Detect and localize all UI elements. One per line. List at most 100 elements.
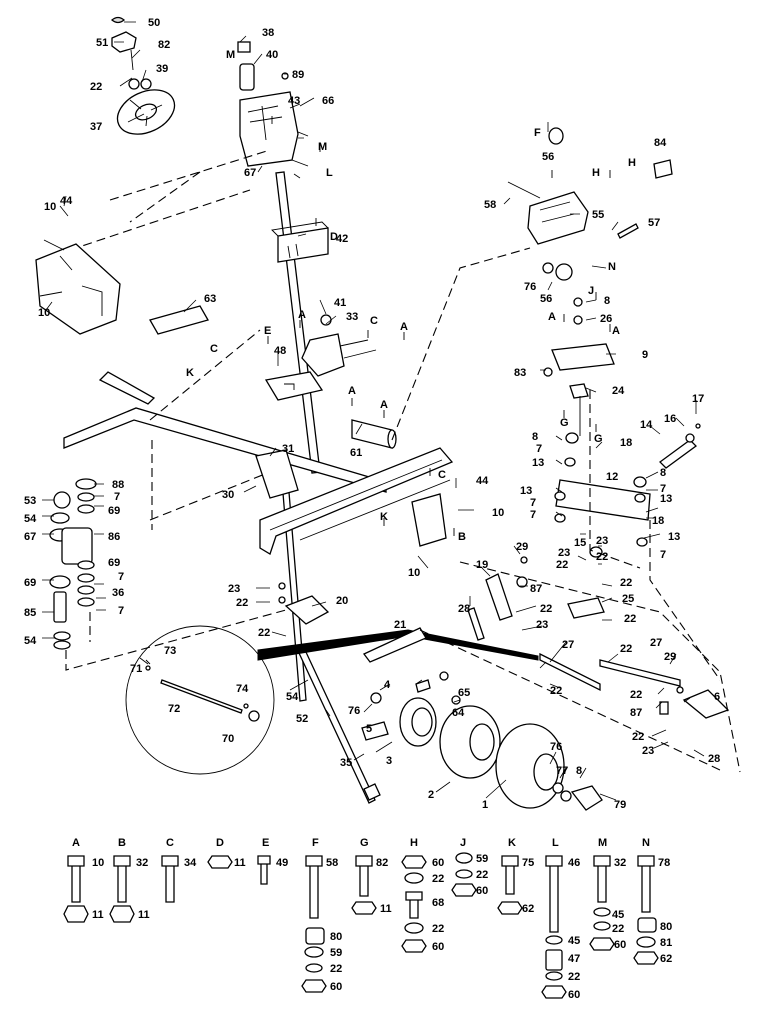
steering-support-group — [301, 314, 377, 377]
callout-8a: 8 — [604, 295, 610, 307]
legend-M-letter: M — [598, 837, 607, 849]
callout-89: 89 — [292, 69, 304, 81]
shaft-35-shape — [298, 649, 376, 804]
frame-dashed-links — [69, 149, 271, 251]
callout-52: 52 — [296, 713, 308, 725]
washer-22b-shape — [278, 596, 286, 604]
callout-54b: 54 — [24, 635, 37, 647]
link-21-shape — [362, 627, 427, 663]
part-76b-shape — [542, 262, 554, 274]
tube-61-shape — [351, 419, 393, 449]
ref-diagram-C1: C — [370, 315, 378, 327]
callout-55: 55 — [592, 209, 604, 221]
callout-7e: 7 — [530, 509, 536, 521]
drag-link-bar — [257, 629, 539, 661]
callout-2: 2 — [428, 789, 434, 801]
legend-H-letter: H — [410, 837, 418, 849]
callout-8w: 8 — [576, 765, 582, 777]
callout-28: 28 — [458, 603, 470, 615]
ref-diagram-A3: A — [348, 385, 356, 397]
rod-72-shape — [160, 679, 243, 714]
callout-22j: 22 — [620, 643, 632, 655]
legend-M-part-2: 45 — [612, 909, 624, 921]
part-13a-shape — [564, 457, 576, 467]
legend-D: D 11 — [207, 837, 246, 869]
legend-C-part-1: 34 — [184, 857, 197, 869]
callout-50: 50 — [148, 17, 160, 29]
main-frame-group — [63, 329, 454, 555]
callout-36: 36 — [112, 587, 124, 599]
ref-diagram-B: B — [458, 531, 466, 543]
ref-diagram-C2: C — [210, 343, 218, 355]
callout-6: 6 — [714, 691, 720, 703]
callout-23d: 23 — [596, 535, 608, 547]
legend-J-part-2: 22 — [476, 869, 488, 881]
callout-69: 69 — [24, 577, 36, 589]
callout-48: 48 — [274, 345, 286, 357]
legend-F-part-3: 59 — [330, 947, 342, 959]
callout-7d: 7 — [530, 497, 536, 509]
pivot-rod — [98, 371, 156, 405]
part-86-shape — [61, 527, 93, 565]
bushing-5-shape — [361, 721, 389, 741]
callout-8c: 8 — [660, 467, 666, 479]
callout-29b: 29 — [664, 651, 676, 663]
legend-A-nut — [63, 905, 89, 923]
pin-74-shape — [243, 703, 249, 709]
legend-A: A 10 11 — [63, 837, 104, 923]
bracket-42-group — [271, 221, 329, 263]
legend-F-part-5: 60 — [330, 981, 342, 993]
legend-G-nut — [351, 901, 377, 915]
callout-87b: 87 — [630, 707, 642, 719]
bracket-42-slots — [287, 243, 299, 259]
callout-71: 71 — [130, 663, 142, 675]
callout-72: 72 — [168, 703, 180, 715]
callout-85: 85 — [24, 607, 36, 619]
legend-F: F 58 80 59 22 60 — [301, 837, 342, 993]
part-8a-shape — [573, 297, 583, 307]
dash-panel-bolts — [39, 239, 65, 297]
callout-37: 37 — [90, 121, 102, 133]
part-87b-shape — [659, 701, 669, 715]
frame-crossmember — [259, 447, 454, 555]
tire-1-hub — [533, 753, 559, 791]
legend-E: E 49 — [257, 837, 288, 885]
bracket-9-shape — [551, 343, 615, 371]
callout-20: 20 — [336, 595, 348, 607]
legend-J-washer-1 — [455, 852, 473, 864]
legend-J-part-3: 60 — [476, 885, 488, 897]
callout-18b: 18 — [652, 515, 664, 527]
bracket-25-shape — [567, 597, 605, 619]
legend-N-nut — [633, 951, 659, 965]
callout-15: 15 — [574, 537, 586, 549]
callout-10b: 10 — [38, 307, 50, 319]
fitting-4-shape — [415, 679, 431, 693]
legend-H-washer-1 — [404, 872, 424, 884]
callout-7a: 7 — [114, 491, 120, 503]
legend-F-bushing — [305, 927, 325, 945]
frame-crossmember-holes — [269, 459, 451, 541]
legend-L-nut — [541, 985, 567, 999]
part-7b-shape — [77, 573, 95, 583]
callout-H: H — [628, 157, 636, 169]
part-29b-shape — [676, 686, 684, 694]
legend-H-nut-2 — [401, 939, 427, 953]
legend-G-part-1: 82 — [376, 857, 388, 869]
ref-diagram-A6: A — [612, 325, 620, 337]
tower-tabs — [291, 131, 309, 167]
callout-53: 53 — [24, 495, 36, 507]
legend-L-spacer — [545, 949, 563, 971]
legend-F-nut — [301, 979, 327, 993]
legend-C-bolt — [161, 855, 179, 903]
steering-arm-group — [554, 390, 721, 681]
callout-J: J — [588, 285, 594, 297]
callout-14: 14 — [640, 419, 653, 431]
legend-N-part-1: 78 — [658, 857, 670, 869]
part-83-shape — [543, 367, 553, 377]
callout-40: 40 — [266, 49, 278, 61]
ref-diagram-E: E — [264, 325, 271, 337]
spindle-6-shape — [682, 689, 730, 719]
callout-9: 9 — [642, 349, 648, 361]
steering-wheel-spokes — [129, 99, 163, 127]
part-88-shape — [75, 478, 97, 490]
